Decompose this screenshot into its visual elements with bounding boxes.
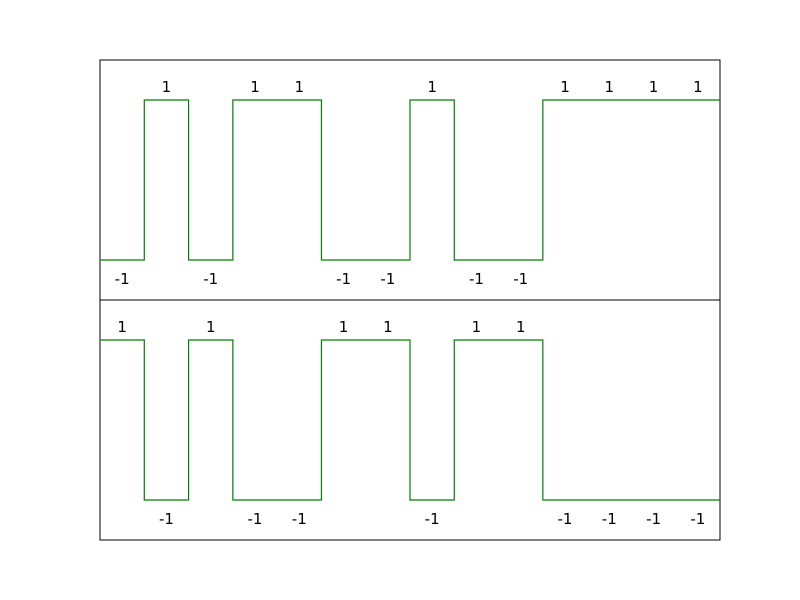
bit-label: 1: [250, 78, 260, 96]
signal-line: [100, 339, 720, 501]
bit-label: -1: [336, 270, 351, 288]
bit-label: 1: [427, 78, 437, 96]
bit-label: 1: [162, 78, 172, 96]
bit-label: -1: [203, 270, 218, 288]
signal-line: [100, 99, 720, 261]
bit-label: 1: [206, 318, 216, 336]
bit-label: -1: [292, 510, 307, 528]
bit-label: 1: [383, 318, 393, 336]
bit-label: 1: [605, 78, 615, 96]
bit-label: -1: [558, 510, 573, 528]
bit-label: 1: [516, 318, 526, 336]
bit-label: 1: [472, 318, 482, 336]
bit-label: -1: [513, 270, 528, 288]
bit-label: -1: [646, 510, 661, 528]
bit-label: -1: [248, 510, 263, 528]
bit-label: -1: [380, 270, 395, 288]
bit-label: -1: [115, 270, 130, 288]
bit-label: -1: [425, 510, 440, 528]
bit-label: 1: [295, 78, 305, 96]
bit-label: 1: [339, 318, 349, 336]
bit-label: -1: [469, 270, 484, 288]
panel-frame: [99, 299, 721, 541]
bit-label: -1: [602, 510, 617, 528]
bit-label: -1: [690, 510, 705, 528]
panel-1: -1 1 -1 1 1 -1 -1 1 -1 -1 1 1 1 1: [99, 59, 721, 301]
panel-2: 1 -1 1 -1 -1 1 1 -1 1 1 -1 -1 -1 -1: [99, 299, 721, 541]
bit-label: -1: [159, 510, 174, 528]
bit-label: 1: [117, 318, 127, 336]
bit-label: 1: [560, 78, 570, 96]
bit-label: 1: [693, 78, 703, 96]
bit-label: 1: [649, 78, 659, 96]
